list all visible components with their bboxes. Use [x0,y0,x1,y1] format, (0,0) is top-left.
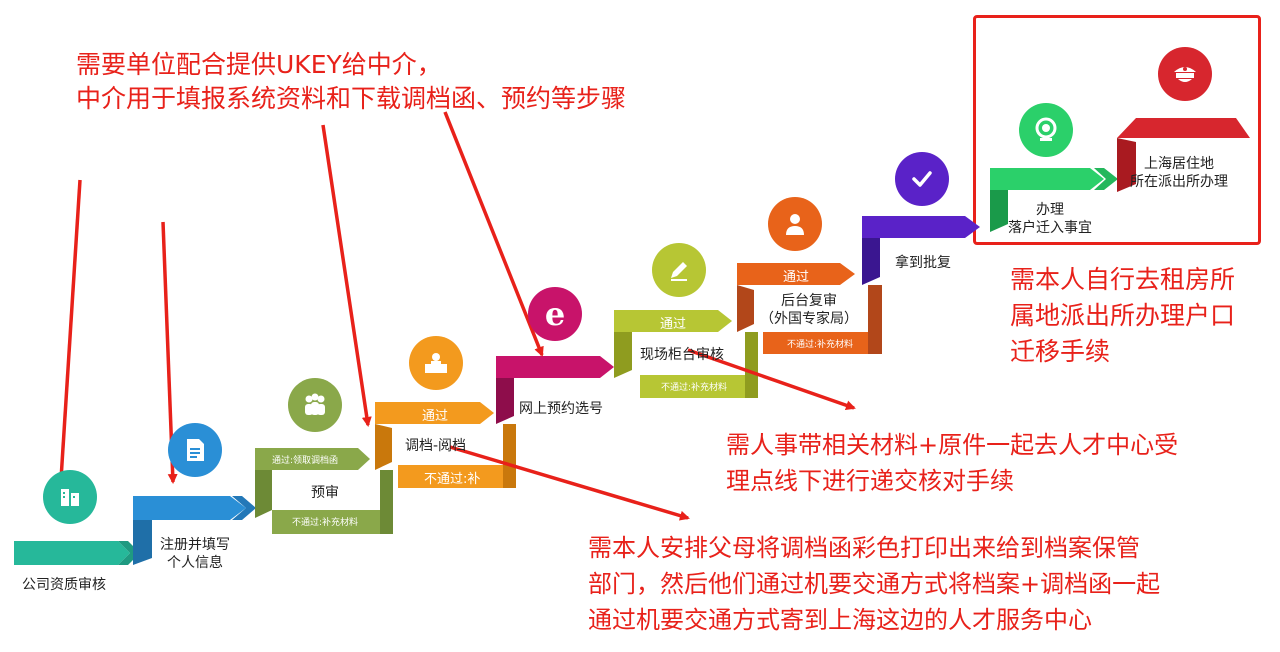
arrow-to-hr-note [687,348,856,411]
note-line: 部门，然后他们通过机要交通方式将档案+调档函一起 [588,570,1161,598]
people-icon [288,378,342,432]
step5-ribbon [496,356,614,424]
note-line: 需要单位配合提供UKEY给中介， [76,50,442,79]
pencil-icon [652,243,706,297]
pass-label-step6: 通过 [660,317,687,332]
arrow-to-step5 [443,111,544,357]
note-archive: 需本人安排父母将调档函彩色打印出来给到档案保管 部门，然后他们通过机要交通方式将… [588,530,1160,638]
highlight-box [973,15,1261,245]
step9-label: 办理 落户迁入事宜 [1008,201,1092,237]
note-line: 理点线下进行递交核对手续 [726,467,1014,495]
step1-label: 公司资质审核 [22,577,106,593]
browser-e-icon: e [528,287,582,341]
step3-ribbon [255,448,393,534]
police-cap-icon [1158,47,1212,101]
label-line: 落户迁入事宜 [1008,220,1092,236]
arrow-to-archive-note [449,445,690,521]
pass-label-step3: 通过:领取调档函 [272,456,339,466]
step2-ribbon [133,496,256,565]
label-line: 所在派出所办理 [1130,174,1228,190]
arrow-to-step1 [55,179,82,497]
pass-label-step7: 通过 [783,270,810,285]
label-line: 后台复审 [781,293,837,309]
step7-ribbon [737,263,882,354]
document-icon [168,423,222,477]
step7-label: 后台复审 （外国专家局） [760,292,858,328]
note-police: 需本人自行去租房所 属地派出所办理户口 迁移手续 [1010,262,1235,370]
step9-ribbon [990,168,1118,232]
pass-label-step4: 通过 [422,409,449,424]
note-ukey: 需要单位配合提供UKEY给中介， 中介用于填报系统资料和下载调档函、预约等步骤 [76,48,626,116]
building-icon [43,470,97,524]
step8-label: 拿到批复 [895,255,951,271]
note-hr: 需人事带相关材料+原件一起去人才中心受 理点线下进行递交核对手续 [726,427,1178,499]
note-line: 属地派出所办理户口 [1010,301,1236,330]
desk-icon [409,336,463,390]
fail-label-step7: 不通过:补充材料 [787,340,854,350]
note-line: 中介用于填报系统资料和下载调档函、预约等步骤 [76,84,627,113]
note-line: 通过机要交通方式寄到上海这边的人才服务中心 [588,606,1092,634]
note-line: 需本人安排父母将调档函彩色打印出来给到档案保管 [588,534,1140,562]
step3-label: 预审 [311,485,339,501]
step10-ribbon [1117,118,1250,192]
step1-ribbon [14,541,140,565]
step5-label: 网上预约选号 [519,401,603,417]
step10-label: 上海居住地 所在派出所办理 [1130,155,1228,191]
step4-ribbon [375,402,516,488]
note-line: 迁移手续 [1010,337,1111,366]
check-icon [895,152,949,206]
note-line: 需人事带相关材料+原件一起去人才中心受 [726,431,1179,459]
label-line: （外国专家局） [760,311,858,327]
step4-label: 调档-阅档 [405,438,467,454]
step8-ribbon [862,216,980,285]
step6-label: 现场柜台审核 [640,347,724,363]
fail-label-step6: 不通过:补充材料 [661,383,728,393]
label-line: 注册并填写 [160,537,230,553]
step2-label: 注册并填写 个人信息 [160,536,230,572]
label-line: 上海居住地 [1144,156,1214,172]
step6-ribbon [614,310,758,398]
arrow-to-step4 [321,124,372,427]
person-icon [768,197,822,251]
label-line: 办理 [1036,202,1064,218]
label-line: 个人信息 [167,555,223,571]
fail-label-step4: 不通过:补 [424,472,481,487]
fail-label-step3: 不通过:补充材料 [292,518,359,528]
globe-icon [1019,103,1073,157]
note-line: 需本人自行去租房所 [1010,265,1236,294]
